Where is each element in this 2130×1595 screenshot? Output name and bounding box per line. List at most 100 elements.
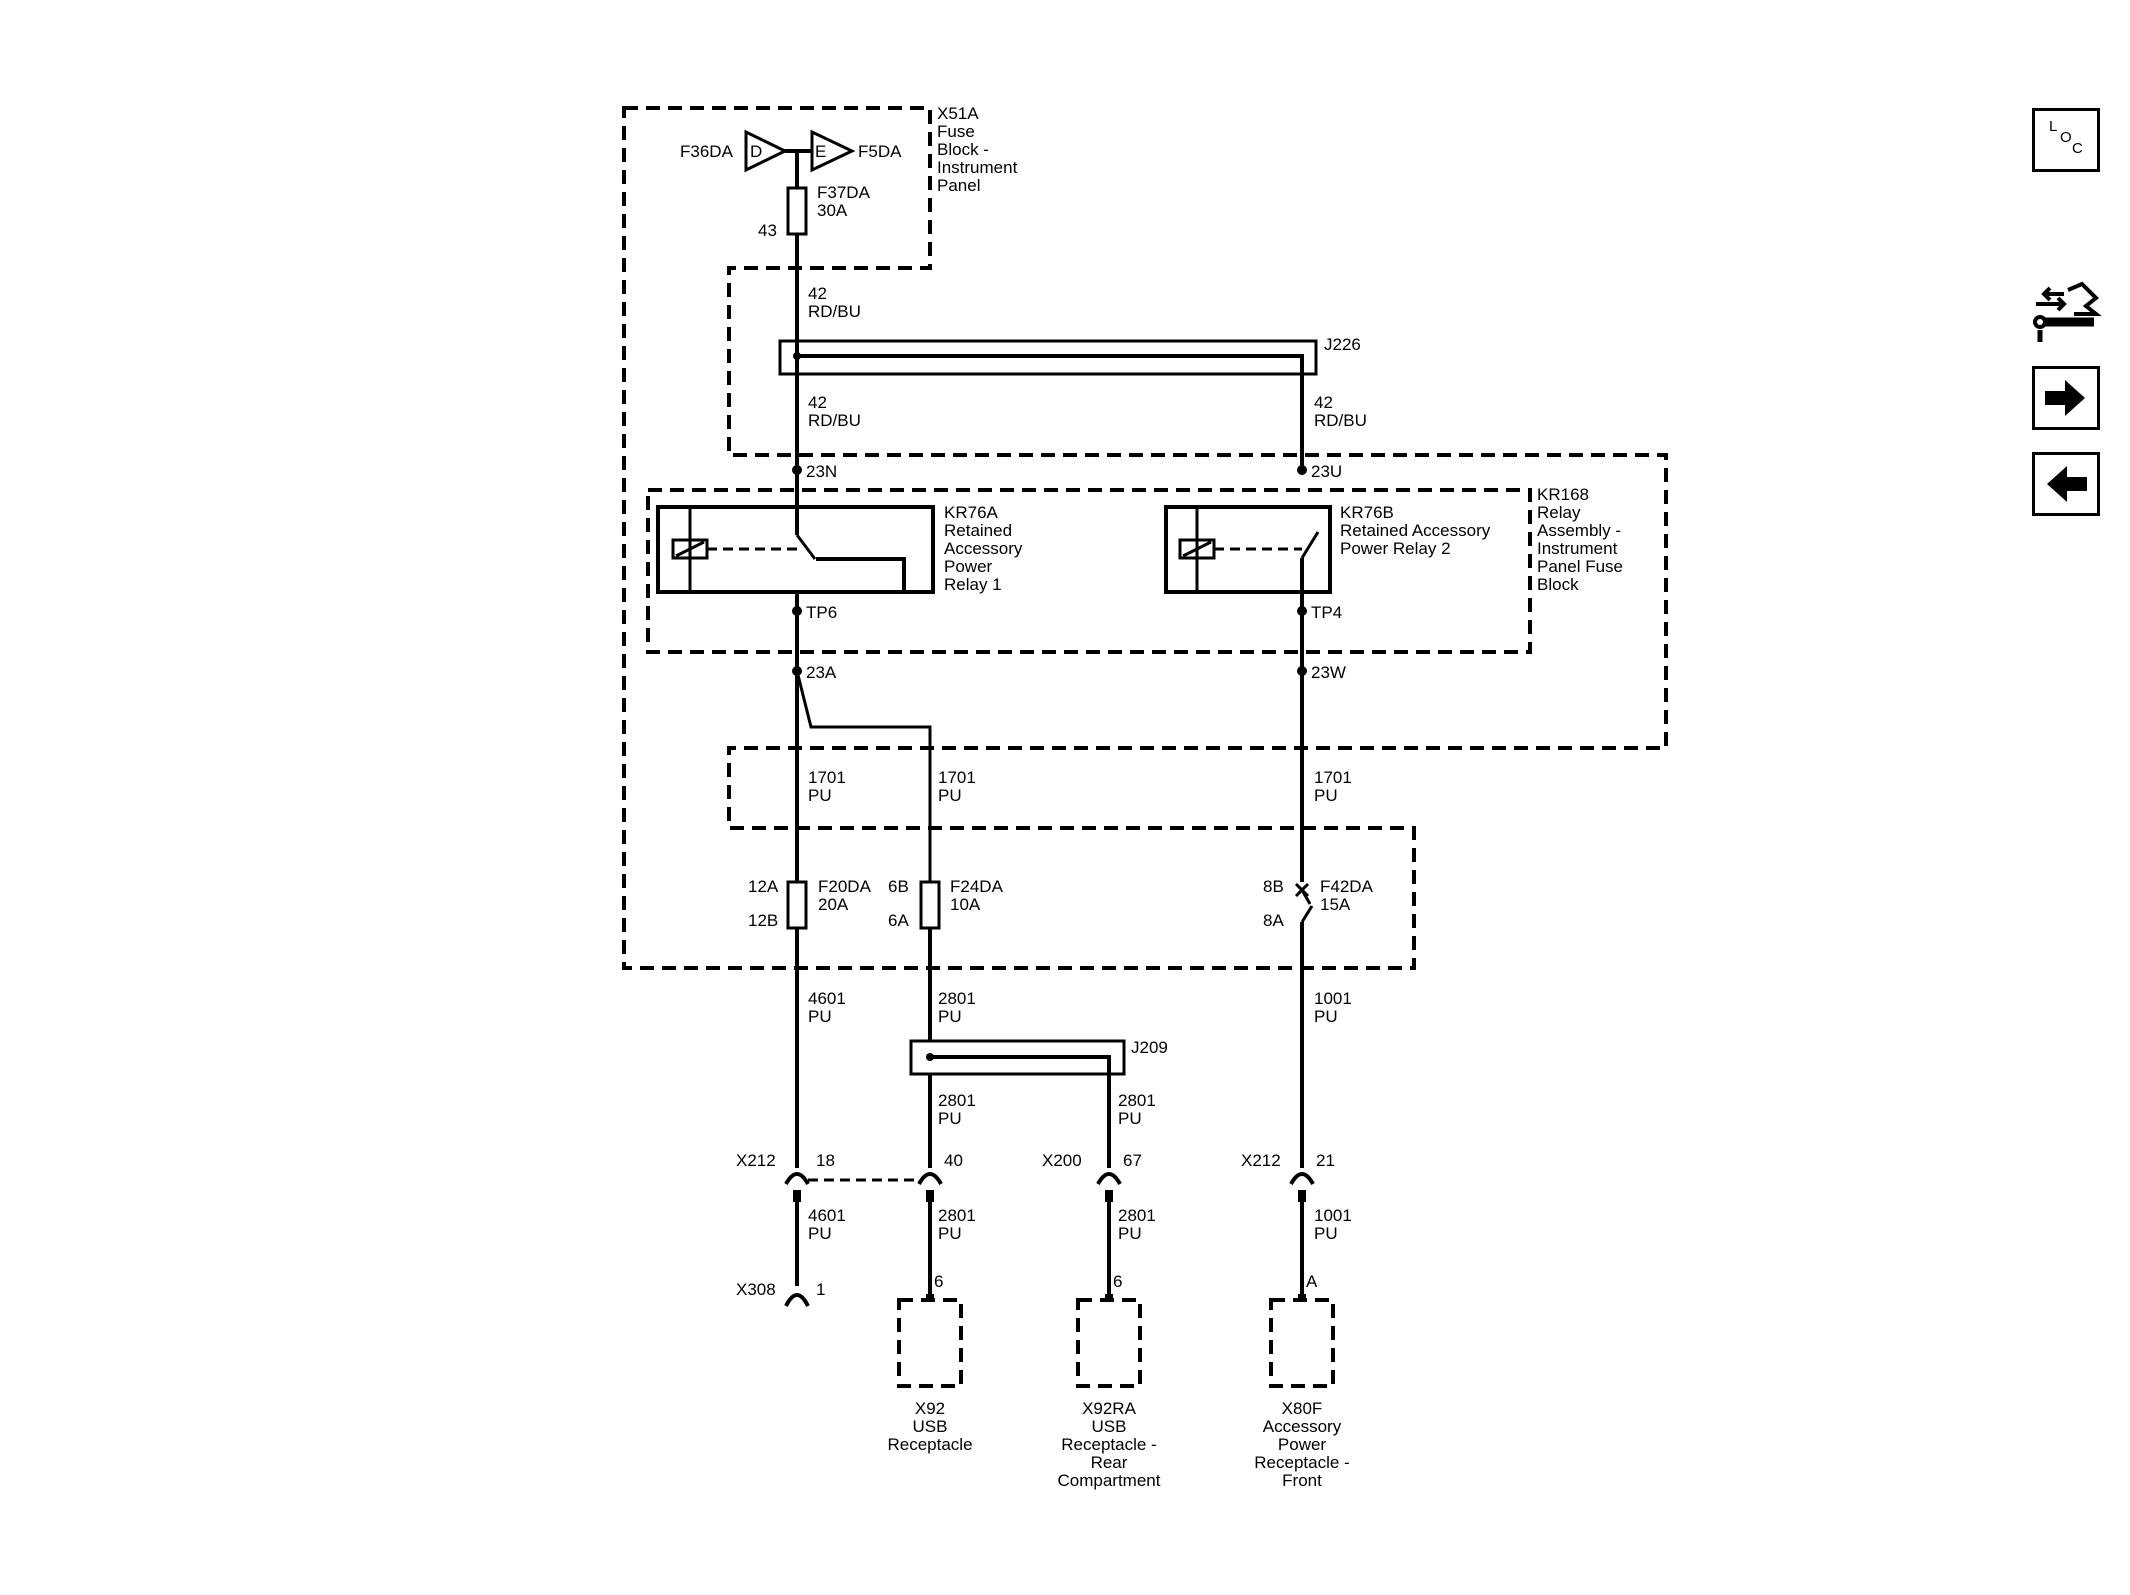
svg-text:X80F: X80F <box>1282 1399 1323 1418</box>
svg-text:6A: 6A <box>888 911 909 930</box>
svg-text:21: 21 <box>1316 1151 1335 1170</box>
feed-left-label: F36DA <box>680 142 734 161</box>
splice-j226 <box>778 339 1318 376</box>
svg-text:Front: Front <box>1282 1471 1322 1490</box>
svg-text:Accessory: Accessory <box>944 539 1023 558</box>
svg-text:Instrument: Instrument <box>937 158 1018 177</box>
previous-page-button[interactable] <box>2032 452 2100 516</box>
svg-text:X92: X92 <box>915 1399 945 1418</box>
svg-text:PU: PU <box>808 1224 832 1243</box>
svg-text:A: A <box>1306 1272 1318 1291</box>
svg-text:8A: 8A <box>1263 911 1284 930</box>
next-page-button[interactable] <box>2032 366 2100 430</box>
svg-text:40: 40 <box>944 1151 963 1170</box>
loc-button[interactable]: L O C <box>2032 108 2100 172</box>
svg-text:Instrument: Instrument <box>1537 539 1618 558</box>
svg-text:1: 1 <box>816 1280 825 1299</box>
svg-text:Block -: Block - <box>937 140 989 159</box>
loc-icon: L O C <box>2049 118 2083 157</box>
svg-text:F24DA: F24DA <box>950 877 1004 896</box>
svg-text:67: 67 <box>1123 1151 1142 1170</box>
svg-text:Power: Power <box>944 557 993 576</box>
svg-text:2801: 2801 <box>938 1206 976 1225</box>
svg-text:PU: PU <box>938 786 962 805</box>
connector-wrench-icon <box>2033 281 2102 342</box>
svg-text:PU: PU <box>1118 1109 1142 1128</box>
feed-right-label: F5DA <box>858 142 902 161</box>
svg-text:PU: PU <box>938 1224 962 1243</box>
svg-text:42: 42 <box>808 284 827 303</box>
svg-text:Receptacle -: Receptacle - <box>1061 1435 1156 1454</box>
svg-text:Retained: Retained <box>944 521 1012 540</box>
svg-text:X92RA: X92RA <box>1082 1399 1137 1418</box>
connector-x212-21 <box>1289 1172 1315 1202</box>
feed-f36da: D <box>744 129 789 173</box>
component-x80f <box>1269 1298 1335 1388</box>
fuse-f24da <box>919 880 941 930</box>
svg-text:USB: USB <box>913 1417 948 1436</box>
svg-text:F20DA: F20DA <box>818 877 872 896</box>
svg-text:KR168: KR168 <box>1537 485 1589 504</box>
svg-text:23W: 23W <box>1311 663 1346 682</box>
fuse-f42da <box>1294 882 1314 923</box>
svg-text:Retained Accessory: Retained Accessory <box>1340 521 1491 540</box>
svg-text:C: C <box>2072 140 2083 157</box>
svg-text:PU: PU <box>938 1007 962 1026</box>
svg-text:23U: 23U <box>1311 462 1342 481</box>
connector-x200-67 <box>1096 1172 1122 1202</box>
svg-text:PU: PU <box>1118 1224 1142 1243</box>
svg-text:6: 6 <box>1113 1272 1122 1291</box>
splice-j209 <box>909 1039 1126 1076</box>
svg-text:1701: 1701 <box>808 768 846 787</box>
svg-text:PU: PU <box>808 786 832 805</box>
svg-text:2801: 2801 <box>938 1091 976 1110</box>
connector-wrench-button[interactable] <box>2030 276 2104 346</box>
svg-text:KR76A: KR76A <box>944 503 999 522</box>
svg-text:1001: 1001 <box>1314 989 1352 1008</box>
svg-text:6B: 6B <box>888 877 909 896</box>
svg-text:X308: X308 <box>736 1280 776 1299</box>
svg-text:RD/BU: RD/BU <box>1314 411 1367 430</box>
svg-text:X51A: X51A <box>937 104 979 123</box>
svg-text:F42DA: F42DA <box>1320 877 1374 896</box>
svg-text:TP4: TP4 <box>1311 603 1342 622</box>
svg-text:6: 6 <box>934 1272 943 1291</box>
svg-text:Rear: Rear <box>1091 1453 1128 1472</box>
svg-text:PU: PU <box>808 1007 832 1026</box>
svg-text:18: 18 <box>816 1151 835 1170</box>
fuse-f37da <box>786 186 808 236</box>
component-x92ra <box>1076 1298 1142 1388</box>
svg-text:23A: 23A <box>806 663 837 682</box>
svg-text:1701: 1701 <box>938 768 976 787</box>
svg-text:TP6: TP6 <box>806 603 837 622</box>
svg-text:D: D <box>750 142 762 161</box>
svg-text:2801: 2801 <box>1118 1206 1156 1225</box>
svg-text:42: 42 <box>1314 393 1333 412</box>
component-x92ra-label: X92RA USB Receptacle - Rear Compartment <box>1058 1399 1161 1490</box>
svg-text:PU: PU <box>1314 1007 1338 1026</box>
svg-text:Fuse: Fuse <box>937 122 975 141</box>
svg-text:4601: 4601 <box>808 989 846 1008</box>
svg-text:1001: 1001 <box>1314 1206 1352 1225</box>
svg-text:Compartment: Compartment <box>1058 1471 1161 1490</box>
svg-text:X212: X212 <box>736 1151 776 1170</box>
svg-text:Relay 1: Relay 1 <box>944 575 1002 594</box>
svg-text:30A: 30A <box>817 201 848 220</box>
svg-text:USB: USB <box>1092 1417 1127 1436</box>
svg-text:1701: 1701 <box>1314 768 1352 787</box>
relay-assembly-outline <box>646 488 1532 654</box>
svg-text:KR76B: KR76B <box>1340 503 1394 522</box>
svg-text:Power Relay 2: Power Relay 2 <box>1340 539 1451 558</box>
svg-text:2801: 2801 <box>1118 1091 1156 1110</box>
relay-assembly-label: KR168 Relay Assembly - Instrument Panel … <box>1537 485 1623 594</box>
component-x80f-label: X80F Accessory Power Receptacle - Front <box>1254 1399 1349 1490</box>
connector-x212-18 <box>784 1172 810 1202</box>
svg-text:L: L <box>2049 118 2057 135</box>
svg-text:F37DA: F37DA <box>817 183 871 202</box>
svg-text:2801: 2801 <box>938 989 976 1008</box>
svg-text:O: O <box>2060 129 2072 146</box>
arrow-left-icon <box>2047 466 2087 502</box>
arrow-right-icon <box>2045 380 2085 416</box>
svg-text:Power: Power <box>1278 1435 1327 1454</box>
